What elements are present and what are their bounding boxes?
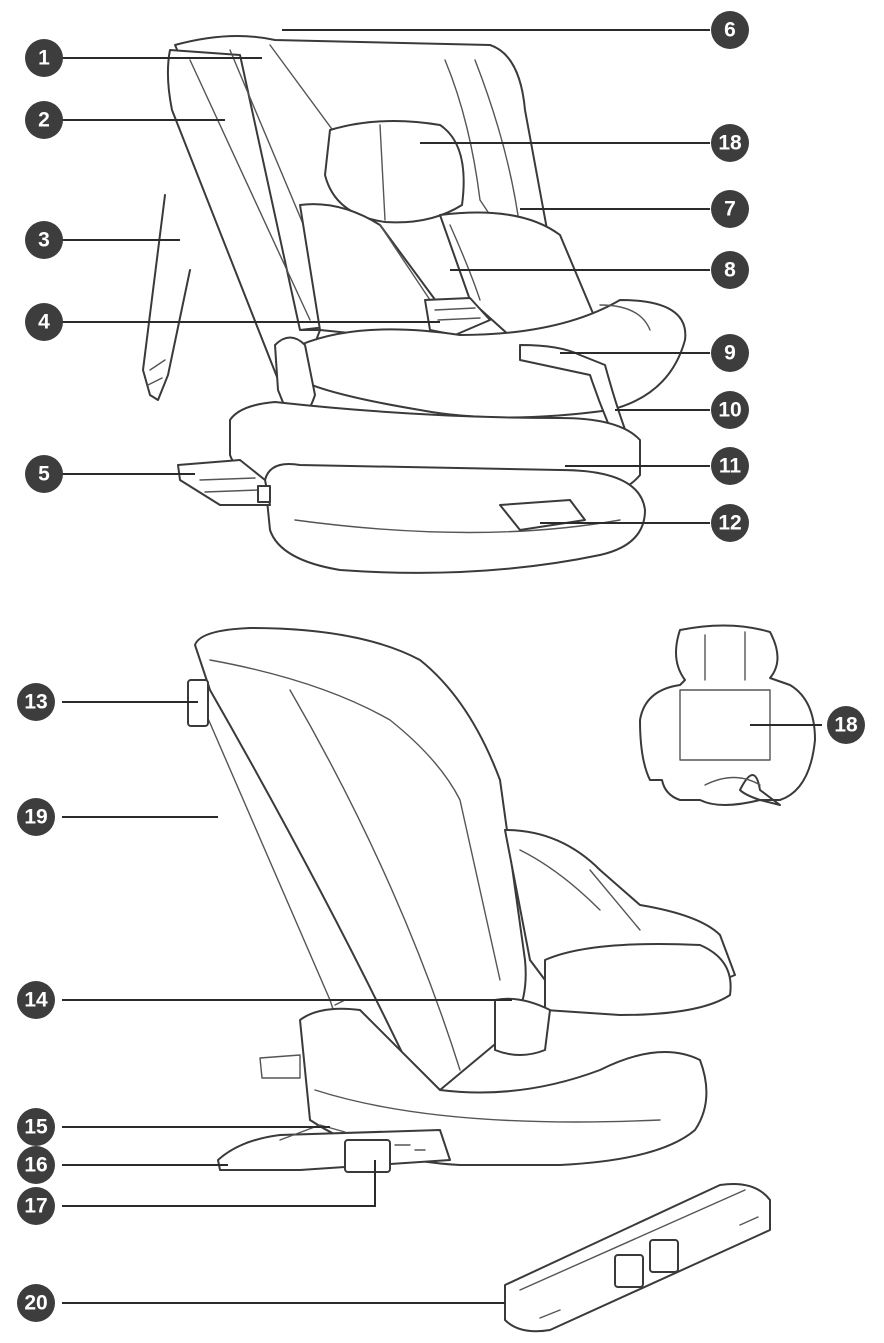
svg-text:1: 1 — [38, 47, 50, 70]
front-view-seat — [142, 35, 687, 574]
callout-13: 13 — [17, 683, 55, 721]
svg-text:14: 14 — [24, 989, 48, 1012]
svg-text:11: 11 — [719, 455, 742, 478]
callout-19: 19 — [17, 798, 55, 836]
callout-3: 3 — [25, 221, 63, 259]
callout-7: 7 — [711, 190, 749, 228]
back-view-seat — [187, 627, 736, 1173]
leader-lines — [62, 29, 822, 1304]
callout-16: 16 — [17, 1146, 55, 1184]
svg-text:18: 18 — [718, 132, 742, 155]
svg-text:15: 15 — [24, 1116, 48, 1139]
callout-4: 4 — [25, 303, 63, 341]
callout-6: 6 — [711, 11, 749, 49]
svg-text:2: 2 — [38, 109, 50, 132]
svg-text:20: 20 — [24, 1292, 47, 1315]
infant-insert — [639, 624, 816, 806]
svg-text:13: 13 — [24, 691, 47, 714]
callout-badges: 1 2 3 4 5 6 18 7 8 9 10 11 12 13 19 18 1… — [17, 11, 865, 1322]
callout-2: 2 — [25, 101, 63, 139]
svg-text:19: 19 — [24, 806, 47, 829]
callout-11: 11 — [711, 447, 749, 485]
svg-text:8: 8 — [724, 259, 736, 282]
isofix-guide — [504, 1183, 771, 1333]
svg-text:12: 12 — [718, 512, 741, 535]
callout-5: 5 — [25, 455, 63, 493]
svg-text:17: 17 — [24, 1195, 47, 1218]
callout-1: 1 — [25, 39, 63, 77]
svg-text:18: 18 — [834, 714, 858, 737]
svg-text:9: 9 — [724, 342, 736, 365]
svg-text:7: 7 — [724, 198, 736, 221]
callout-17: 17 — [17, 1187, 55, 1225]
svg-text:5: 5 — [38, 463, 50, 486]
svg-text:6: 6 — [724, 19, 736, 42]
callout-14: 14 — [17, 981, 55, 1019]
callout-12: 12 — [711, 504, 749, 542]
callout-10: 10 — [711, 391, 749, 429]
svg-text:16: 16 — [24, 1154, 47, 1177]
callout-18-front: 18 — [711, 124, 749, 162]
leader-17 — [62, 1160, 376, 1207]
svg-text:4: 4 — [38, 311, 50, 334]
callout-18-insert: 18 — [827, 706, 865, 744]
callout-20: 20 — [17, 1284, 55, 1322]
svg-text:10: 10 — [718, 399, 741, 422]
callout-9: 9 — [711, 334, 749, 372]
callout-8: 8 — [711, 251, 749, 289]
svg-text:3: 3 — [38, 229, 50, 252]
callout-15: 15 — [17, 1108, 55, 1146]
